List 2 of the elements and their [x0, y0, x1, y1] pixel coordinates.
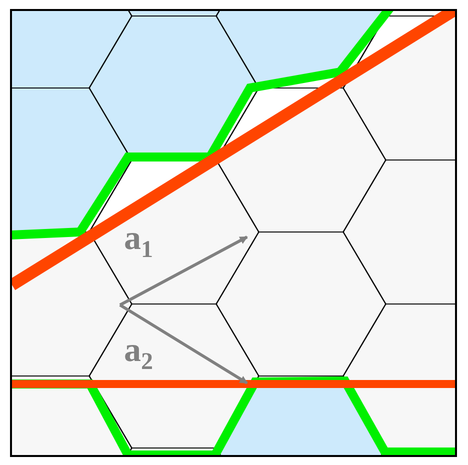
vector-label: a$_{2}$: [124, 334, 153, 374]
vector-label: a$_{1}$: [124, 222, 153, 262]
